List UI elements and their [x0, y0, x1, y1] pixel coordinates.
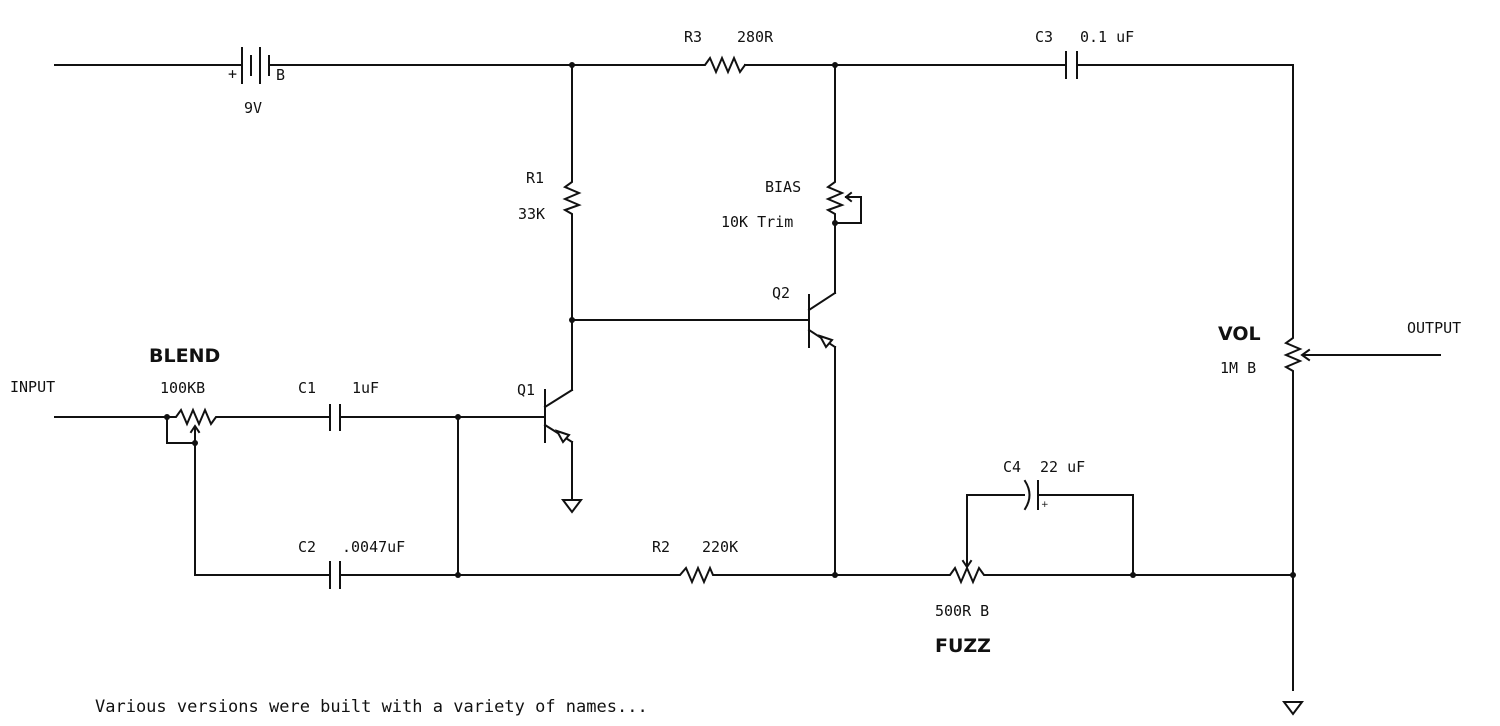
battery-plus-label: + — [228, 65, 237, 83]
q2-transistor-symbol — [807, 291, 837, 349]
c1-value-label: 1uF — [352, 379, 379, 397]
blend-pot-symbol — [166, 407, 223, 427]
r3-ref-label: R3 — [684, 28, 702, 46]
c4-capacitor-curved-plate — [1023, 479, 1031, 511]
blend-name-label: BLEND — [149, 345, 220, 367]
r1-resistor-symbol — [562, 177, 582, 219]
battery-tag-label: B — [276, 66, 285, 84]
blend-lug-wire — [166, 416, 196, 444]
c4-right-wire — [1037, 494, 1134, 576]
vol-pot-symbol — [1283, 334, 1303, 376]
output-label: OUTPUT — [1407, 319, 1461, 337]
c1-capacitor-symbol — [329, 404, 341, 431]
r1-ref-label: R1 — [526, 169, 544, 187]
blend-value-label: 100KB — [160, 379, 205, 397]
r2-ref-label: R2 — [652, 538, 670, 556]
c3-capacitor-symbol — [1059, 51, 1078, 79]
r2-resistor-symbol — [674, 565, 721, 585]
c4-value-label: 22 uF — [1040, 458, 1085, 476]
vol-wiper-arrow-icon — [1300, 348, 1311, 362]
bias-trim-symbol — [825, 177, 845, 224]
c3-ref-label: C3 — [1035, 28, 1053, 46]
r3-resistor-symbol — [689, 55, 747, 75]
bias-wiper-arrow-icon — [844, 191, 853, 203]
fuzz-wiper-arrow-icon — [961, 559, 973, 569]
c2-value-label: .0047uF — [342, 538, 405, 556]
c2-ref-label: C2 — [298, 538, 316, 556]
battery-voltage-label: 9V — [244, 99, 262, 117]
q1-transistor-symbol — [543, 388, 574, 444]
battery-symbol — [241, 47, 270, 84]
c4-ref-label: C4 — [1003, 458, 1021, 476]
c2-capacitor-symbol — [329, 561, 341, 589]
c4-polarity-label: + — [1041, 500, 1049, 510]
junction-dot — [832, 572, 838, 578]
r1-value-label: 33K — [518, 205, 545, 223]
c3-value-label: 0.1 uF — [1080, 28, 1134, 46]
blend-wiper-arrow-icon — [189, 424, 201, 434]
c1-ref-label: C1 — [298, 379, 316, 397]
vol-value-label: 1M B — [1220, 359, 1256, 377]
r3-value-label: 280R — [737, 28, 774, 46]
footnote-text: Various versions were built with a varie… — [95, 697, 648, 717]
junction-dot — [1130, 572, 1136, 578]
ground-icon — [561, 499, 583, 514]
q2-ref-label: Q2 — [772, 284, 790, 302]
input-label: INPUT — [10, 378, 55, 396]
bias-wiper-wire — [834, 196, 862, 224]
bias-value-label: 10K Trim — [721, 213, 793, 231]
ground-icon — [1282, 701, 1304, 716]
junction-dot — [1290, 572, 1296, 578]
q1-ref-label: Q1 — [517, 381, 535, 399]
junction-dot — [455, 572, 461, 578]
fuzz-name-label: FUZZ — [935, 635, 991, 657]
r2-value-label: 220K — [702, 538, 738, 556]
bias-name-label: BIAS — [765, 178, 801, 196]
fuzz-value-label: 500R B — [935, 602, 989, 620]
vol-name-label: VOL — [1218, 323, 1261, 345]
fuzz-pot-symbol — [944, 565, 991, 585]
